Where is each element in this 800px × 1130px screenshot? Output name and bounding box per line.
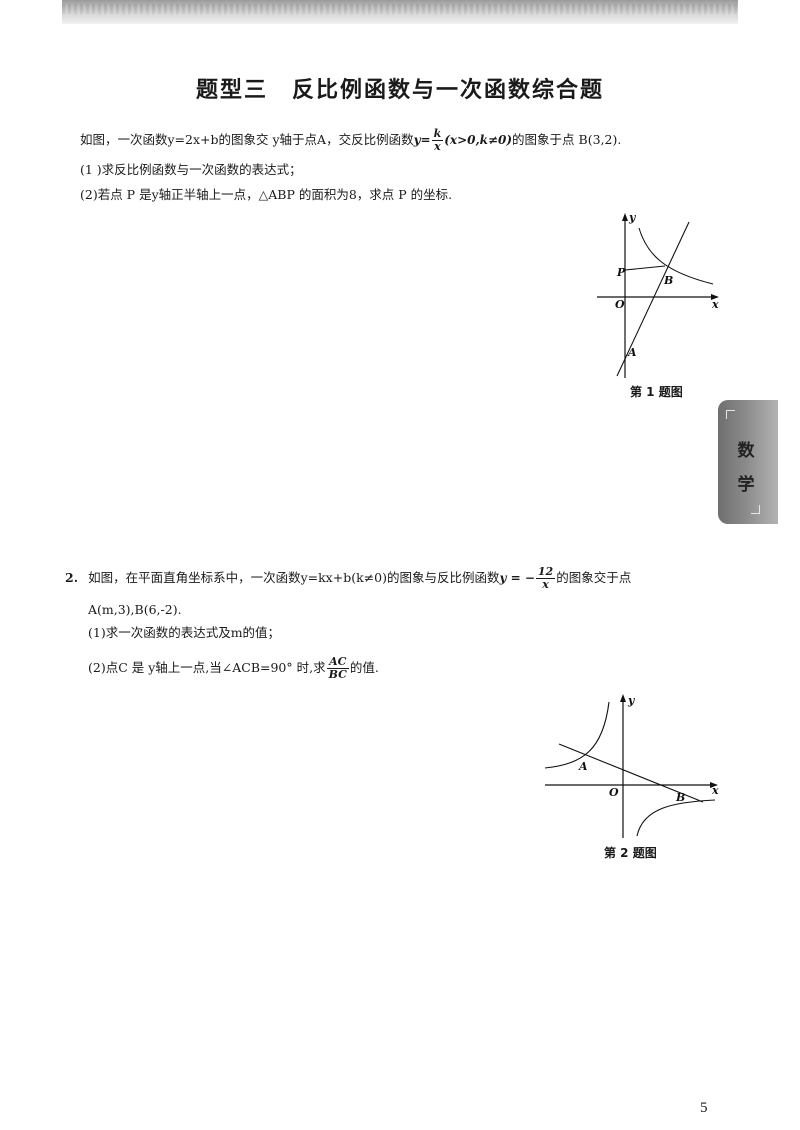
- q2-part1: (1)求一次函数的表达式及m的值；: [88, 625, 281, 640]
- q1-x-arrow: [711, 294, 719, 300]
- q2-figure-caption: 第 2 题图: [604, 846, 657, 860]
- q1-segment-pb: [624, 265, 666, 271]
- tab-corner-mark: [726, 410, 735, 419]
- q1-part1: (1 )求反比例函数与一次函数的表达式；: [80, 162, 302, 177]
- q2-label-o: O: [609, 786, 619, 799]
- q2-hyperbola-left: [544, 701, 610, 769]
- page-title: 题型三 反比例函数与一次函数综合题: [195, 78, 604, 103]
- q1-stem-text-b: 的图象于点 B(3,2).: [512, 132, 622, 147]
- q1-formula-denominator: x: [434, 140, 441, 153]
- q2-part2-text-a: (2)点C 是 y轴上一点,当∠ACB=90° 时,求: [88, 660, 326, 675]
- q1-label-p: P: [616, 266, 626, 279]
- tab-corner-mark: [751, 505, 760, 514]
- q2-linear-line: [558, 743, 704, 803]
- q1-figure: y x O P B A: [597, 211, 719, 378]
- q1-stem-text-a: 如图，一次函数y=2x+b的图象交 y轴于点A，交反比例函数: [80, 132, 414, 147]
- q1-figure-caption: 第 1 题图: [630, 385, 683, 399]
- side-tab-char-1: 数: [737, 441, 755, 461]
- q1-formula-lhs: y=: [413, 133, 431, 147]
- q1-label-o: O: [615, 298, 625, 311]
- q2-formula-lhs: y = −: [499, 571, 535, 585]
- q2-label-a: A: [578, 760, 588, 773]
- side-tab-char-2: 学: [737, 475, 755, 495]
- q1-formula-condition: (x>0,k≠0): [444, 133, 513, 147]
- q1-linear-line: [616, 221, 690, 377]
- q2-stem-text-b: 的图象交于点: [556, 570, 632, 585]
- q2-x-arrow: [710, 782, 718, 788]
- q1-label-b: B: [663, 274, 673, 287]
- q1-label-a: A: [627, 346, 637, 359]
- q2-stem-text-a: 如图，在平面直角坐标系中，一次函数y=kx+b(k≠0)的图象与反比例函数: [88, 570, 500, 585]
- q2-y-arrow: [620, 694, 626, 702]
- q1-label-x: x: [711, 298, 719, 311]
- q2-points: A(m,3),B(6,-2).: [88, 602, 182, 617]
- q2-stem: 2. 如图，在平面直角坐标系中，一次函数y=kx+b(k≠0)的图象与反比例函数y…: [65, 566, 631, 591]
- q1-part2: (2)若点 P 是y轴正半轴上一点，△ABP 的面积为8，求点 P 的坐标.: [80, 187, 453, 202]
- q1-label-y: y: [628, 211, 637, 224]
- q2-formula-numerator: 12: [535, 565, 556, 579]
- q2-label-y: y: [627, 694, 636, 707]
- q1-hyperbola: [638, 227, 714, 285]
- top-scan-band: [62, 0, 738, 24]
- q1-y-arrow: [622, 213, 628, 221]
- q2-label-b: B: [675, 791, 685, 804]
- subject-side-tab: 数 学: [718, 400, 778, 524]
- q2-label-x: x: [711, 784, 719, 797]
- q2-part2-text-b: 的值.: [349, 660, 379, 675]
- q2-formula-denominator: x: [542, 578, 549, 591]
- q2-number: 2.: [65, 570, 79, 585]
- page-number: 5: [700, 1100, 708, 1116]
- q1-formula-numerator: k: [431, 127, 444, 141]
- q2-hyperbola-right: [636, 799, 716, 837]
- q2-figure: y x O A B: [544, 694, 719, 838]
- q2-ratio-denominator: BC: [328, 668, 347, 681]
- q2-ratio-numerator: AC: [326, 656, 349, 669]
